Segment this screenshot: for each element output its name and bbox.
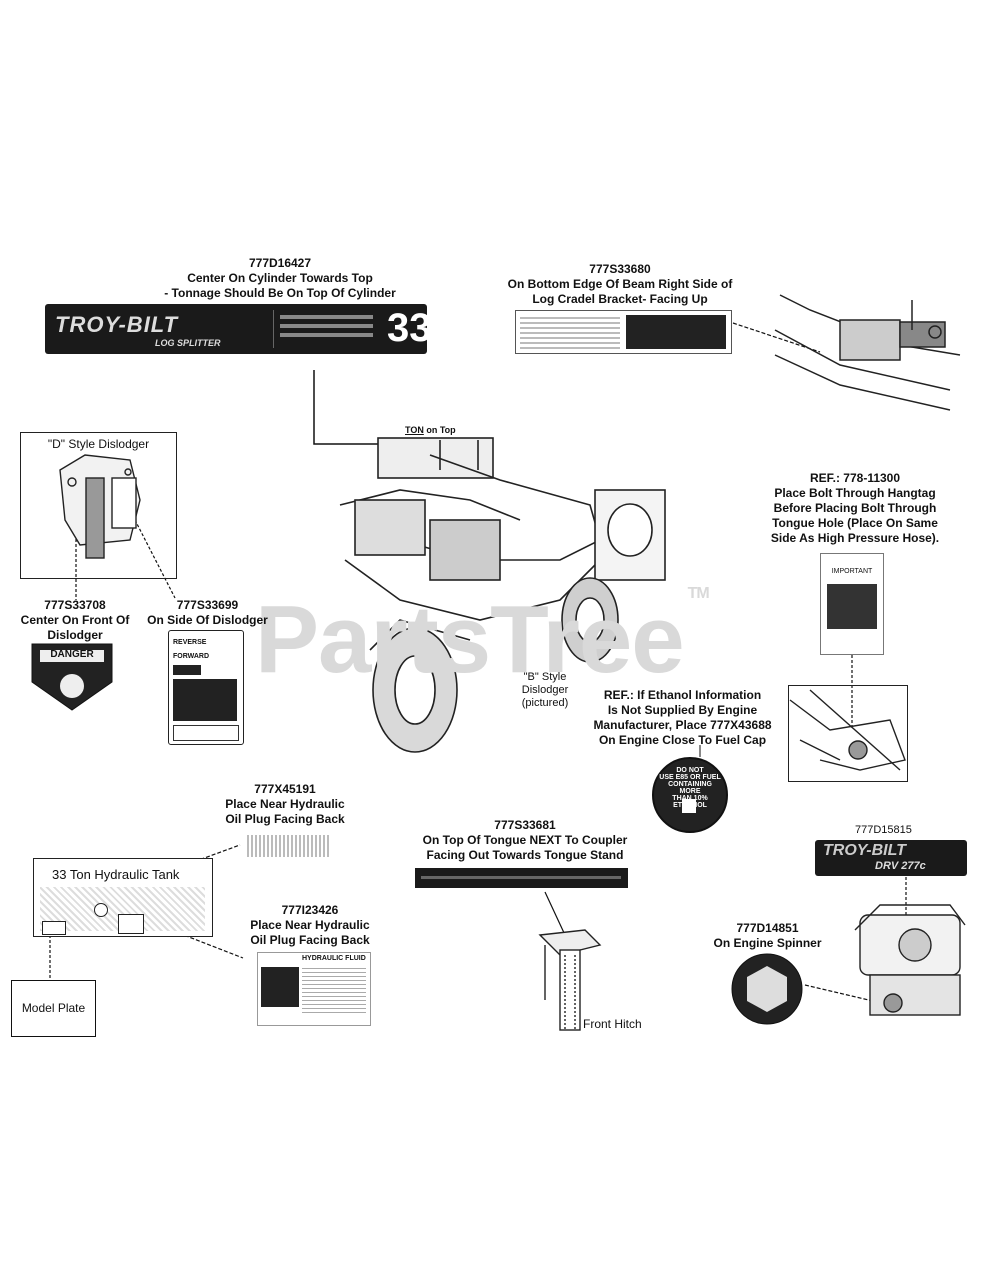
oil-plug-decal xyxy=(247,835,329,857)
b-style-label: "B" Style Dislodger (pictured) xyxy=(521,671,569,709)
engine-spinner-decal xyxy=(731,953,803,1025)
tonnage-value: 33 xyxy=(387,306,432,350)
hydraulic-fluid-decal: HYDRAULIC FLUID xyxy=(257,952,371,1026)
d-style-dislodger-box: "D" Style Dislodger xyxy=(20,432,177,579)
engine-model: DRV 277c xyxy=(875,860,926,872)
dislodger-side-decal: REVERSE FORWARD xyxy=(168,630,244,745)
label-777s33681: 777S33681 On Top Of Tongue NEXT To Coupl… xyxy=(422,818,628,862)
engine-brand-decal: TROY-BILT DRV 277c xyxy=(815,840,967,876)
part-number: 777D16427 xyxy=(248,256,312,270)
danger-text: DANGER xyxy=(50,649,94,660)
front-hitch-label: Front Hitch xyxy=(583,1017,642,1031)
label-777s33680: 777S33680 On Bottom Edge Of Beam Right S… xyxy=(507,262,733,306)
tongue-decal xyxy=(415,868,628,888)
beam-decal xyxy=(515,310,732,354)
hangtag-detail-box xyxy=(788,685,908,782)
label-ref-778-11300: REF.: 778-11300 Place Bolt Through Hangt… xyxy=(770,471,940,545)
label-777d15815: 777D15815 xyxy=(855,824,912,836)
label-777x45191: 777X45191 Place Near Hydraulic Oil Plug … xyxy=(225,782,345,826)
label-777s33708: 777S33708 Center On Front Of Dislodger xyxy=(20,598,130,642)
hydraulic-tank-box: 33 Ton Hydraulic Tank xyxy=(33,858,213,937)
label-ref-ethanol: REF.: If Ethanol Information Is Not Supp… xyxy=(593,688,772,747)
label-777d14851: 777D14851 On Engine Spinner xyxy=(713,921,822,950)
label-777s33699: 777S33699 On Side Of Dislodger xyxy=(147,598,268,627)
label-777d16427: 777D16427 Center On Cylinder Towards Top… xyxy=(130,256,430,301)
label-777i23426: 777I23426 Place Near Hydraulic Oil Plug … xyxy=(250,903,370,947)
ethanol-decal: DO NOT USE E85 OR FUEL CONTAINING MORE T… xyxy=(652,757,728,833)
hangtag-decal: IMPORTANT xyxy=(820,553,884,655)
danger-decal xyxy=(31,643,113,711)
brand-decal-33-ton: TROY-BILT LOG SPLITTER 33 US TON xyxy=(45,304,441,354)
model-plate-box: Model Plate xyxy=(11,980,96,1037)
ton-on-top-label: TON on Top xyxy=(405,425,456,435)
